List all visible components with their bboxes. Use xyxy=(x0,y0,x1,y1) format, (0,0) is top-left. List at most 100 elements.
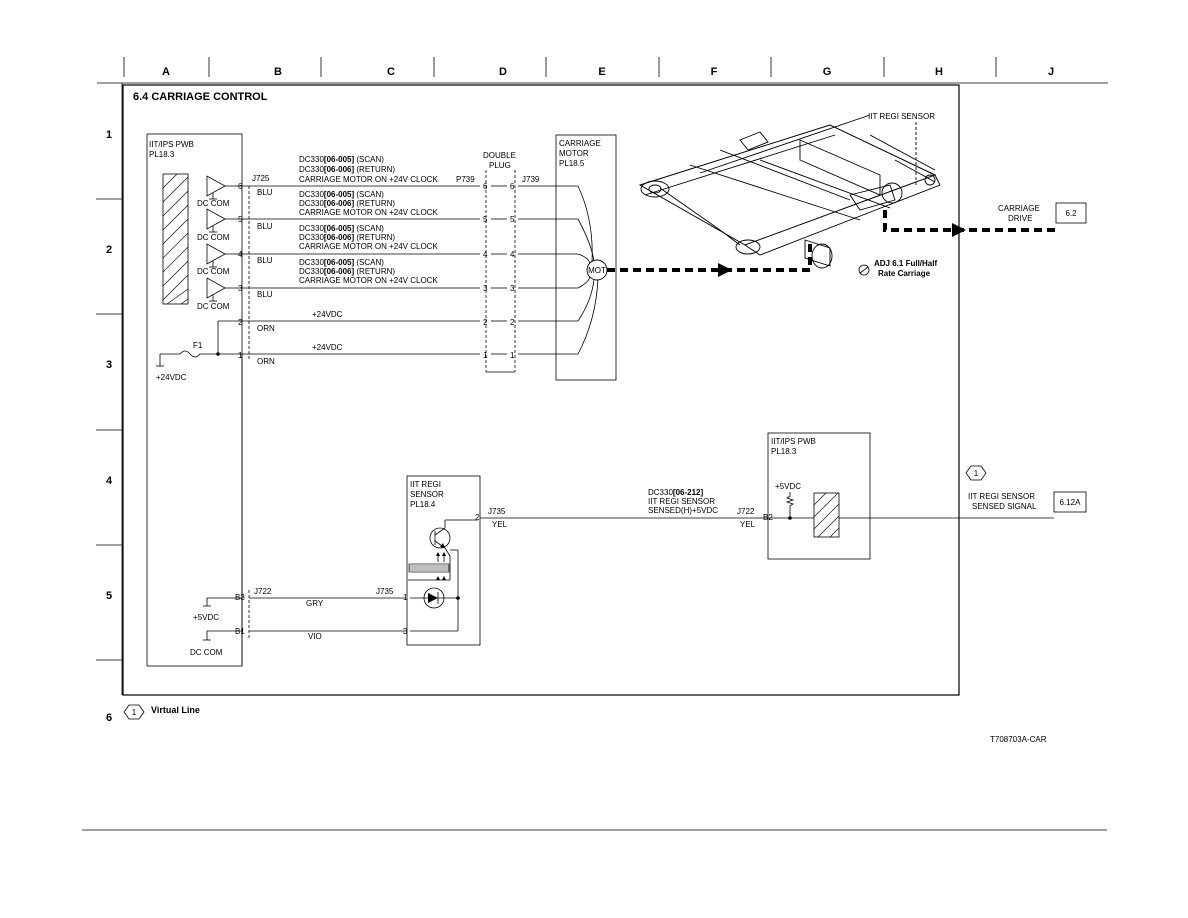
iit-ips-pwb-left: IIT/IPS PWB PL18.3 J725 xyxy=(146,133,270,667)
svg-text:DC330[06-006] (RETURN): DC330[06-006] (RETURN) xyxy=(299,233,395,242)
legend: 1 Virtual Line xyxy=(123,704,200,720)
svg-text:1: 1 xyxy=(132,708,137,717)
dc-com-label: DC COM xyxy=(197,199,230,208)
pwb-supply: +5VDC xyxy=(775,482,801,491)
pwb-wire-color: YEL xyxy=(740,520,756,529)
pwb-conn: J722 xyxy=(737,507,755,516)
plug-conn: J739 xyxy=(522,175,540,184)
row-label: 6 xyxy=(106,712,112,724)
driver-buffer-5: DC COM xyxy=(197,208,480,242)
svg-text:DC330[06-005] (SCAN): DC330[06-005] (SCAN) xyxy=(299,155,384,164)
svg-text:DC330[06-005] (SCAN): DC330[06-005] (SCAN) xyxy=(299,224,384,233)
plug-label: DOUBLE xyxy=(483,151,516,160)
column-label: G xyxy=(823,66,832,78)
row-label: 1 xyxy=(106,129,112,141)
signal-desc-3: DC330[06-005] (SCAN) DC330[06-006] (RETU… xyxy=(299,258,438,285)
pin-number: 2 xyxy=(238,318,243,327)
svg-text:IIT REGI SENSOR: IIT REGI SENSOR xyxy=(648,497,715,506)
pin-number: 5 xyxy=(238,215,243,224)
plug-label: PLUG xyxy=(489,161,511,170)
output-label: SENSED SIGNAL xyxy=(972,502,1037,511)
svg-text:6: 6 xyxy=(510,182,515,191)
driver-buffer-4: DC COM xyxy=(197,243,480,276)
mechanical-drive-link xyxy=(607,244,812,277)
svg-text:DC330[06-006] (RETURN): DC330[06-006] (RETURN) xyxy=(299,199,395,208)
lower-ground: DC COM xyxy=(190,648,223,657)
diagram-frame xyxy=(122,84,960,696)
svg-text:6.2: 6.2 xyxy=(1065,209,1077,218)
svg-text:5: 5 xyxy=(510,215,515,224)
column-label: J xyxy=(1048,66,1054,78)
sensor-signal-desc: DC330[06-212] IIT REGI SENSOR SENSED(H)+… xyxy=(648,488,718,515)
signal-desc-4: DC330[06-005] (SCAN) DC330[06-006] (RETU… xyxy=(299,224,438,251)
row-header: 1 2 3 4 5 6 xyxy=(96,83,123,724)
svg-text:4: 4 xyxy=(483,250,488,259)
row-label: 2 xyxy=(106,244,112,256)
dc-com-label: DC COM xyxy=(197,267,230,276)
svg-text:1: 1 xyxy=(510,351,515,360)
virtual-line-output: 1 IIT REGI SENSOR SENSED SIGNAL 6.12A xyxy=(965,465,1087,513)
output-ref: 6.12A xyxy=(1060,498,1082,507)
sensor-conn: J735 xyxy=(488,507,506,516)
fuse-name: F1 xyxy=(193,341,203,350)
svg-text:SENSED(H)+5VDC: SENSED(H)+5VDC xyxy=(648,506,718,515)
pwb-ic-hatched xyxy=(162,173,189,305)
sensor-pin: 2 xyxy=(475,513,480,522)
lower-pwb-wiring: +5VDC DC COM B3 B1 J722 J735 GRY VIO xyxy=(190,587,405,657)
pwb-pin: B2 xyxy=(763,513,773,522)
lower-wire: GRY xyxy=(306,599,324,608)
output-label: IIT REGI SENSOR xyxy=(968,492,1035,501)
wire-color: BLU xyxy=(257,188,273,197)
carriage-drive-link xyxy=(883,210,1060,237)
svg-text:5: 5 xyxy=(483,215,488,224)
pin-number: 4 xyxy=(238,250,243,259)
svg-text:CARRIAGE MOTOR ON +24V CLOCK: CARRIAGE MOTOR ON +24V CLOCK xyxy=(299,208,438,217)
adj-label: ADJ 6.1 Full/Half xyxy=(874,259,937,268)
row-label: 5 xyxy=(106,590,112,602)
carriage-drive-ref: 6.2 xyxy=(1055,202,1087,224)
iit-regi-sensor: IIT REGI SENSOR PL18.4 1 xyxy=(403,475,508,646)
adj-note: ADJ 6.1 Full/Half Rate Carriage xyxy=(858,259,937,278)
carriage-drive-label: DRIVE xyxy=(1008,214,1032,223)
lower-conn: J735 xyxy=(376,587,394,596)
power-label: +24VDC xyxy=(312,343,343,352)
j725-label: J725 xyxy=(252,174,270,183)
motor-symbol-label: MOT xyxy=(588,266,606,275)
row-label: 4 xyxy=(106,475,113,487)
svg-text:1: 1 xyxy=(483,351,488,360)
iit-regi-sensor-callout: IIT REGI SENSOR xyxy=(868,112,935,121)
column-label: E xyxy=(598,66,605,78)
column-label: H xyxy=(935,66,943,78)
svg-text:DC330[06-006] (RETURN): DC330[06-006] (RETURN) xyxy=(299,267,395,276)
motor-pl: PL18.5 xyxy=(559,159,585,168)
svg-text:3: 3 xyxy=(510,284,515,293)
wire-color: ORN xyxy=(257,324,275,333)
wire-color: BLU xyxy=(257,222,273,231)
fuse-f1: F1 +24VDC xyxy=(156,341,242,382)
dc-com-label: DC COM xyxy=(197,302,230,311)
column-label: C xyxy=(387,66,395,78)
motor-label: MOTOR xyxy=(559,149,589,158)
document-id: T708703A-CAR xyxy=(990,735,1047,744)
svg-text:6: 6 xyxy=(483,182,488,191)
svg-text:DC330[06-005] (SCAN): DC330[06-005] (SCAN) xyxy=(299,190,384,199)
sensor-wire-color: YEL xyxy=(492,520,508,529)
carriage-mechanism-drawing xyxy=(638,114,941,269)
svg-text:3: 3 xyxy=(483,284,488,293)
svg-text:CARRIAGE MOTOR ON +24V CLOCK: CARRIAGE MOTOR ON +24V CLOCK xyxy=(299,242,438,251)
wire-color: BLU xyxy=(257,256,273,265)
sensor-pin: 3 xyxy=(403,627,408,636)
driver-buffer-3: DC COM xyxy=(197,277,480,311)
adj-label: Rate Carriage xyxy=(878,269,931,278)
pwb-name: IIT/IPS PWB xyxy=(771,437,816,446)
signal-desc-6: DC330[06-005] (SCAN) DC330[06-006] (RETU… xyxy=(299,155,438,184)
diagram-title: 6.4 CARRIAGE CONTROL xyxy=(133,91,268,103)
lower-conn: J722 xyxy=(254,587,272,596)
carriage-motor: CARRIAGE MOTOR PL18.5 MOT xyxy=(555,134,617,381)
svg-text:4: 4 xyxy=(510,250,515,259)
fuse-supply: +24VDC xyxy=(156,373,187,382)
svg-text:2: 2 xyxy=(483,318,488,327)
wire-color: ORN xyxy=(257,357,275,366)
